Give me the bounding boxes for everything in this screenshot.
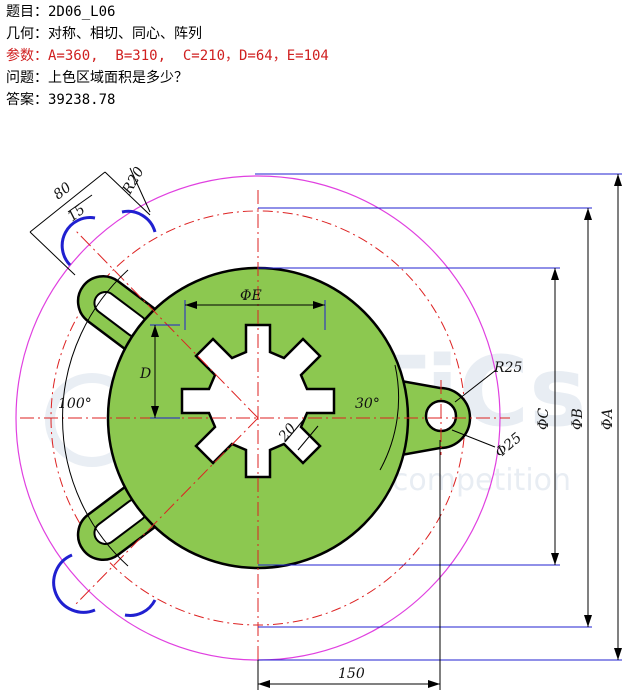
dim-150: 150	[338, 666, 365, 682]
arc-upper-right	[121, 209, 157, 233]
dim-phiC: ΦC	[536, 408, 552, 430]
title-line: 题目：2D06_L06	[6, 4, 116, 20]
dim-phiB: ΦB	[570, 408, 586, 430]
answer-line: 答案：39238.78	[6, 92, 116, 108]
arc-lower-left	[52, 553, 96, 614]
dim-phiE: ΦE	[240, 288, 262, 304]
arrowheads	[151, 174, 622, 688]
dim-angle-30: 30°	[355, 396, 380, 412]
parameters-line: 参数：A=360, B=310, C=210，D=64，E=104	[6, 48, 329, 64]
dimension-lines	[29, 167, 619, 690]
dim-r25: R25	[493, 360, 522, 376]
question-line: 问题：上色区域面积是多少？	[6, 70, 188, 86]
arc-upper-left	[60, 216, 96, 267]
dim-15: 15	[65, 202, 89, 226]
geometry-line: 几何：对称、相切、同心、阵列	[6, 26, 202, 42]
dim-r20: R20	[119, 164, 148, 198]
arc-lower-right	[124, 599, 157, 617]
dim-phiA: ΦA	[600, 408, 616, 430]
dim-angle-100: 100°	[58, 396, 92, 412]
dim-D: D	[139, 366, 151, 382]
